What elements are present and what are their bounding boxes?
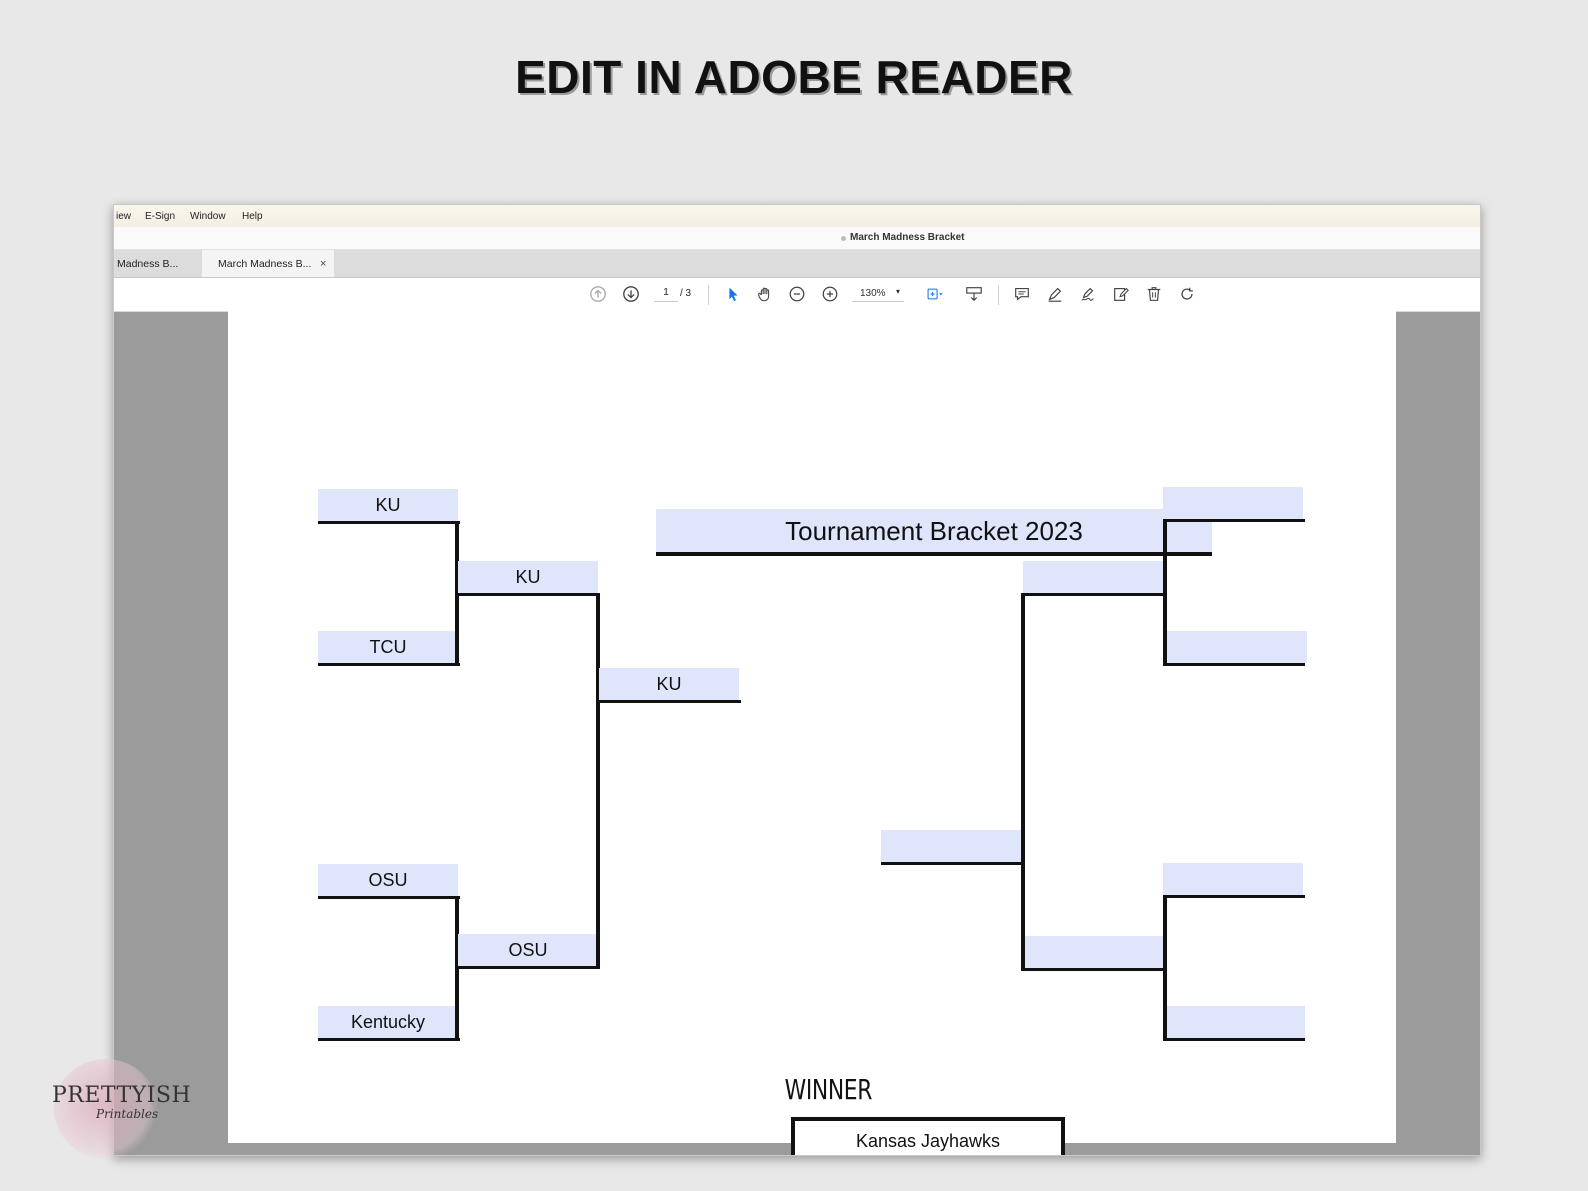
sign-icon[interactable] <box>1078 284 1098 304</box>
winner-label: WINNER <box>784 1073 873 1106</box>
left-r1-slot-4[interactable]: Kentucky <box>318 1006 458 1038</box>
window-title: March Madness Bracket <box>850 232 965 243</box>
tab-label: Madness B... <box>117 258 179 270</box>
right-r2-slot-1[interactable] <box>1023 561 1163 593</box>
tab-madness-2[interactable]: March Madness B... × <box>202 250 334 277</box>
bracket-line <box>455 521 459 666</box>
document-icon <box>841 236 846 241</box>
menu-help[interactable]: Help <box>242 211 263 222</box>
zoom-in-icon[interactable] <box>820 284 840 304</box>
close-icon[interactable]: × <box>320 258 327 270</box>
winner-field[interactable]: Kansas Jayhawks <box>791 1117 1065 1155</box>
pdf-page: Tournament Bracket 2023 KU TCU OSU Kentu… <box>228 311 1396 1155</box>
bracket-line <box>1163 519 1167 666</box>
highlight-icon[interactable] <box>1045 284 1065 304</box>
delete-icon[interactable] <box>1144 284 1164 304</box>
bracket-line <box>455 896 459 1041</box>
rotate-icon[interactable] <box>1177 284 1197 304</box>
bracket-line <box>599 700 741 703</box>
zoom-select[interactable]: 130% ▾ <box>852 287 904 302</box>
headline: EDIT IN ADOBE READER <box>515 51 1073 103</box>
tab-madness-1[interactable]: Madness B... <box>114 250 202 277</box>
right-r1-slot-3[interactable] <box>1163 863 1303 895</box>
bracket-line <box>881 862 1023 865</box>
menu-window[interactable]: Window <box>190 211 226 222</box>
bracket-line <box>458 593 600 596</box>
select-arrow-icon[interactable] <box>723 284 743 304</box>
left-r2-slot-2[interactable]: OSU <box>458 934 598 966</box>
adobe-reader-window: iew E-Sign Window Help March Madness Bra… <box>113 204 1481 1156</box>
menu-bar: iew E-Sign Window Help <box>114 205 1480 228</box>
logo-line-2: Printables <box>96 1107 159 1121</box>
right-r3-slot-1[interactable] <box>881 830 1021 862</box>
bracket-line <box>318 1038 460 1041</box>
bracket-line <box>318 896 460 899</box>
winner-value: Kansas Jayhawks <box>855 1131 1001 1151</box>
bracket-line <box>1021 968 1163 971</box>
toolbar-divider <box>998 285 999 305</box>
tab-bar: Madness B... March Madness B... × <box>114 250 1480 278</box>
bracket-line <box>318 521 460 524</box>
toolbar: 1 / 3 130% ▾ <box>114 278 1480 312</box>
bracket-line <box>1163 895 1167 1041</box>
right-r1-slot-1[interactable] <box>1163 487 1303 519</box>
bracket-line <box>1163 1038 1305 1041</box>
bracket-title-field[interactable]: Tournament Bracket 2023 <box>656 509 1212 556</box>
bracket-line <box>1163 519 1305 522</box>
scroll-mode-icon[interactable] <box>964 284 984 304</box>
bracket-line <box>1163 663 1305 666</box>
right-r2-slot-2[interactable] <box>1023 936 1163 968</box>
left-r1-slot-3[interactable]: OSU <box>318 864 458 896</box>
title-bar: March Madness Bracket <box>114 227 1480 250</box>
left-r2-slot-1[interactable]: KU <box>458 561 598 593</box>
left-r3-slot-1[interactable]: KU <box>599 668 739 700</box>
logo-line-1: PRETTYISH <box>52 1083 192 1108</box>
zoom-out-icon[interactable] <box>787 284 807 304</box>
edit-icon[interactable] <box>1111 284 1131 304</box>
menu-view[interactable]: iew <box>116 211 132 222</box>
logo-watercolor-blob <box>54 1059 158 1159</box>
left-r1-slot-2[interactable]: TCU <box>318 631 458 663</box>
right-r1-slot-2[interactable] <box>1163 631 1307 663</box>
tab-label: March Madness B... <box>218 258 312 270</box>
bracket-line <box>596 593 600 969</box>
page-total: / 3 <box>680 288 692 299</box>
menu-esign[interactable]: E-Sign <box>145 211 176 222</box>
bracket-line <box>1021 593 1025 971</box>
comment-icon[interactable] <box>1012 284 1032 304</box>
page-number-input[interactable]: 1 <box>654 287 678 302</box>
next-page-icon[interactable] <box>621 284 641 304</box>
left-r1-slot-1[interactable]: KU <box>318 489 458 521</box>
hand-icon[interactable] <box>755 284 775 304</box>
bracket-line <box>1163 895 1305 898</box>
bracket-line <box>318 663 460 666</box>
prev-page-icon[interactable] <box>588 284 608 304</box>
brand-logo: PRETTYISH Printables <box>48 1055 191 1165</box>
zoom-value: 130% <box>860 288 886 299</box>
bracket-line <box>458 966 600 969</box>
fit-page-icon[interactable] <box>922 284 948 304</box>
chevron-down-icon: ▾ <box>896 287 901 296</box>
toolbar-divider <box>708 285 709 305</box>
right-r1-slot-4[interactable] <box>1163 1006 1305 1038</box>
bracket-line <box>1021 593 1163 596</box>
